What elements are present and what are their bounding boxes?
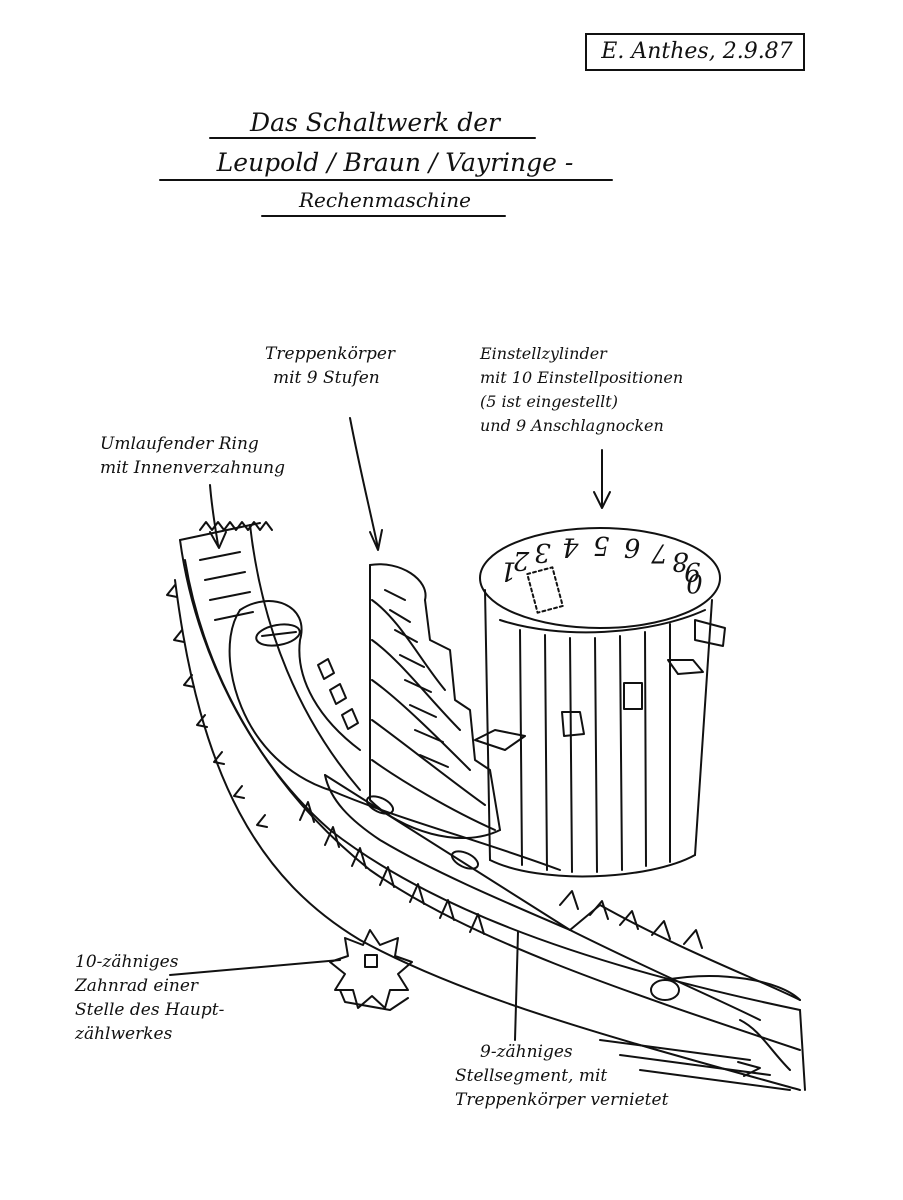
label-einstellzylinder-line: Einstellzylinder [480,344,607,363]
label-treppenkoerper-line: mit 9 Stufen [273,368,380,388]
label-ring: Umlaufender Ring mit Innenverzahnung [100,432,285,480]
label-treppenkoerper-line: Treppenkörper [265,344,396,364]
label-treppenkoerper: Treppenkörper mit 9 Stufen [265,342,395,390]
label-stellsegment-line: 9-zähniges [480,1042,573,1062]
label-zahnrad-line: zählwerkes [75,1024,173,1044]
cylinder-digit: 4 [562,532,580,562]
title-line-3: Rechenmaschine [298,188,472,212]
cylinder-digit: 1 [500,555,517,585]
arrow-einstellzylinder [593,449,611,509]
cylinder-digit: 5 [593,530,610,560]
cylinder-digit: 6 [624,532,641,562]
einstellzylinder [479,527,726,878]
cylinder-digit: 9 [684,556,701,586]
treppenkoerper [317,563,526,839]
cylinder-digit: 8 [672,546,689,576]
label-einstellzylinder: Einstellzylinder mit 10 Einstellposition… [480,342,683,438]
arrow-treppenkoerper [349,417,383,551]
stellsegment-arm [228,600,801,1021]
arrow-zahnrad [169,959,341,976]
author-date: E. Anthes, 2.9.87 [601,39,793,64]
arrow-head [737,1061,761,1077]
label-ring-line: Umlaufender Ring [100,434,259,454]
arrow-stellsegment [514,931,519,1041]
label-ring-line: mit Innenverzahnung [100,458,285,478]
label-stellsegment: 9-zähniges Stellsegment, mit Treppenkörp… [455,1040,668,1112]
zahnrad-10 [329,929,413,1011]
title-line-2: Leupold / Braun / Vayringe - [216,148,574,177]
squiggle-line [739,1019,791,1071]
label-zahnrad-line: Zahnrad einer [75,976,199,996]
label-einstellzylinder-line: mit 10 Einstellpositionen [480,368,684,387]
cylinder-digit: 2 [513,545,531,575]
cylinder-digit: 7 [651,537,668,567]
label-einstellzylinder-line: und 9 Anschlagnocken [480,416,664,435]
cylinder-digit: 0 [686,567,703,597]
label-zahnrad-line: Stelle des Haupt- [75,1000,225,1020]
label-stellsegment-line: Treppenkörper vernietet [455,1090,669,1110]
label-einstellzylinder-line: (5 ist eingestellt) [480,392,618,411]
arrow-ring [209,484,227,549]
label-stellsegment-line: Stellsegment, mit [455,1066,608,1086]
cylinder-digit: 3 [534,537,551,567]
umlaufender-ring [166,521,806,1091]
title-line-1: Das Schaltwerk der [250,108,500,137]
signature-box: E. Anthes, 2.9.87 [585,33,805,71]
label-zahnrad-line: 10-zähniges [75,952,179,972]
label-zahnrad: 10-zähniges Zahnrad einer Stelle des Hau… [75,950,224,1046]
